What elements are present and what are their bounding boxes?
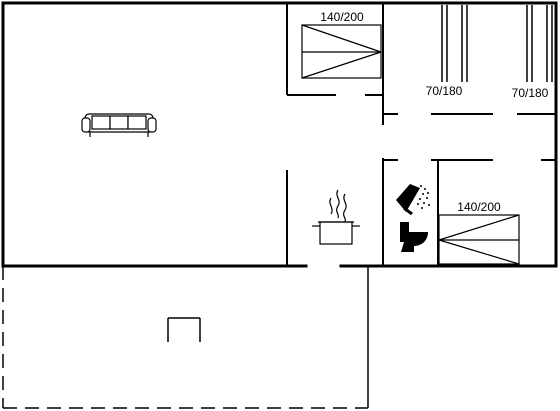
terrace-outline <box>2 266 369 409</box>
toilet-icon <box>400 222 428 252</box>
bed-size-label: 140/200 <box>457 200 501 214</box>
bed-size-label: 70/180 <box>512 86 549 100</box>
double-bed-2 <box>438 214 520 265</box>
interior-walls <box>286 3 556 266</box>
shower-icon <box>396 184 430 216</box>
double-bed-1 <box>301 24 382 79</box>
cooking-pot-icon <box>312 189 360 245</box>
exterior-walls <box>1 1 558 268</box>
single-bed-2 <box>526 5 553 82</box>
single-bed-1 <box>441 5 468 82</box>
sofa-icon <box>81 113 157 137</box>
bed-size-label: 70/180 <box>426 84 463 98</box>
table-icon <box>167 317 201 342</box>
bed-size-label: 140/200 <box>320 10 364 24</box>
